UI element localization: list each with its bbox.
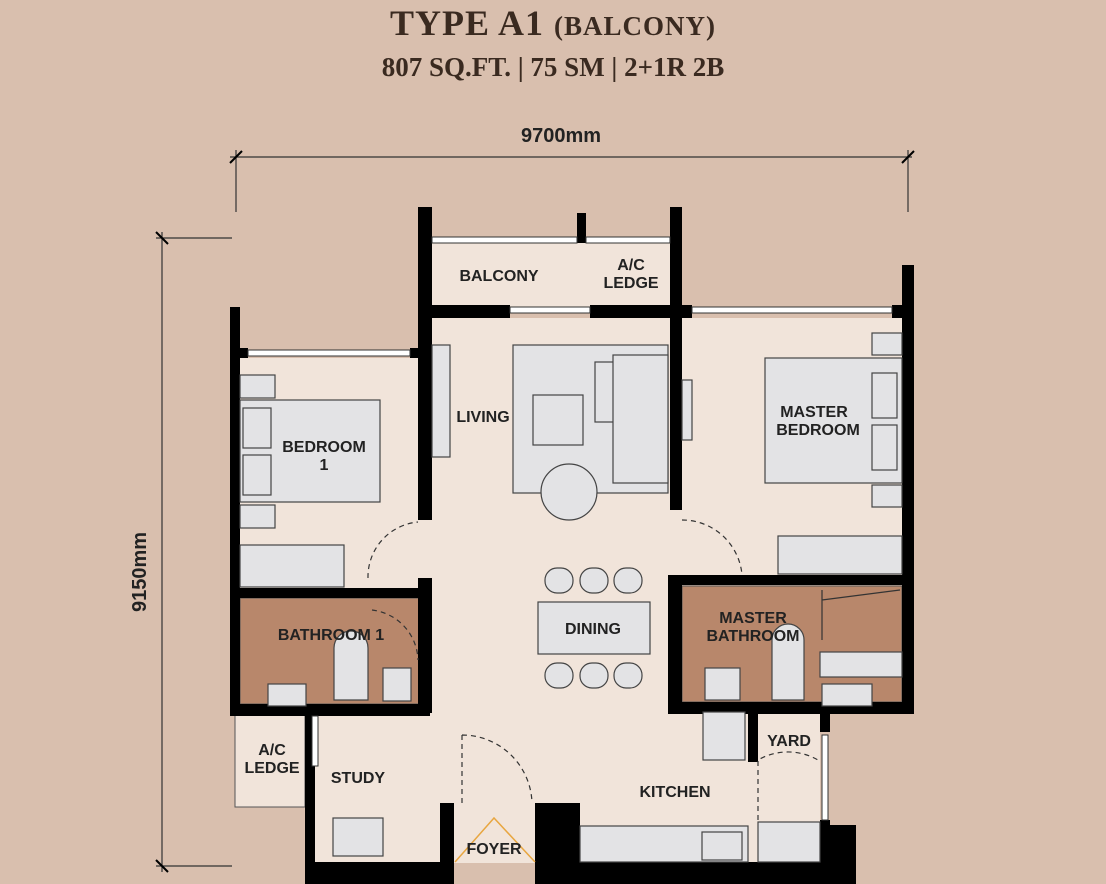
sink-1: [382, 667, 412, 702]
label-master-bedroom-2: BEDROOM: [776, 422, 860, 439]
label-study: STUDY: [331, 770, 386, 787]
wardrobe-1: [239, 544, 345, 588]
width-dimension: 9700mm: [229, 125, 915, 212]
label-yard: YARD: [767, 733, 811, 750]
master-sink: [704, 667, 741, 701]
unit-type-sub: (BALCONY): [554, 11, 717, 41]
label-ac-ledge-left-2: LEDGE: [244, 760, 299, 777]
width-label: 9700mm: [521, 125, 601, 147]
armchair: [540, 463, 598, 521]
master-toilet: [771, 623, 805, 701]
windows: [247, 236, 893, 821]
label-bedroom1-1: BEDROOM: [282, 439, 366, 456]
floor-trap-1: [267, 683, 307, 707]
dining-table: [537, 601, 651, 655]
unit-type-label: TYPE A1: [389, 3, 545, 43]
label-kitchen: KITCHEN: [639, 784, 710, 801]
study-desk: [332, 817, 384, 857]
walls: [230, 207, 914, 884]
coffee-table: [532, 394, 584, 446]
label-ac-ledge-top-2: LEDGE: [603, 275, 658, 292]
master-wardrobe: [777, 535, 903, 575]
washer-area: [757, 821, 821, 863]
kitchen-sink: [701, 831, 743, 861]
label-master-bathroom-2: BATHROOM: [706, 628, 799, 645]
label-ac-ledge-left-1: A/C: [258, 742, 286, 759]
label-living: LIVING: [456, 409, 509, 426]
fridge: [702, 711, 746, 761]
furniture: [239, 332, 903, 863]
doors: [367, 519, 901, 863]
toilet-1: [333, 630, 369, 701]
depth-label: 9150mm: [129, 532, 151, 612]
label-balcony: BALCONY: [459, 268, 538, 285]
label-ac-ledge-top-1: A/C: [617, 257, 645, 274]
label-bathroom1: BATHROOM 1: [278, 627, 384, 644]
depth-dimension: 9150mm: [129, 231, 232, 873]
label-bedroom1-2: 1: [320, 457, 329, 474]
label-foyer: FOYER: [466, 841, 522, 858]
label-master-bathroom-1: MASTER: [719, 610, 787, 627]
room-labels: BALCONY A/C LEDGE LIVING BEDROOM 1 MASTE…: [244, 257, 859, 858]
unit-specs: 807 SQ.FT. | 75 SM | 2+1R 2B: [381, 52, 725, 82]
unit-type-title: TYPE A1 (BALCONY): [0, 2, 1106, 44]
label-master-bedroom-1: MASTER: [780, 404, 848, 421]
label-dining: DINING: [565, 621, 621, 638]
